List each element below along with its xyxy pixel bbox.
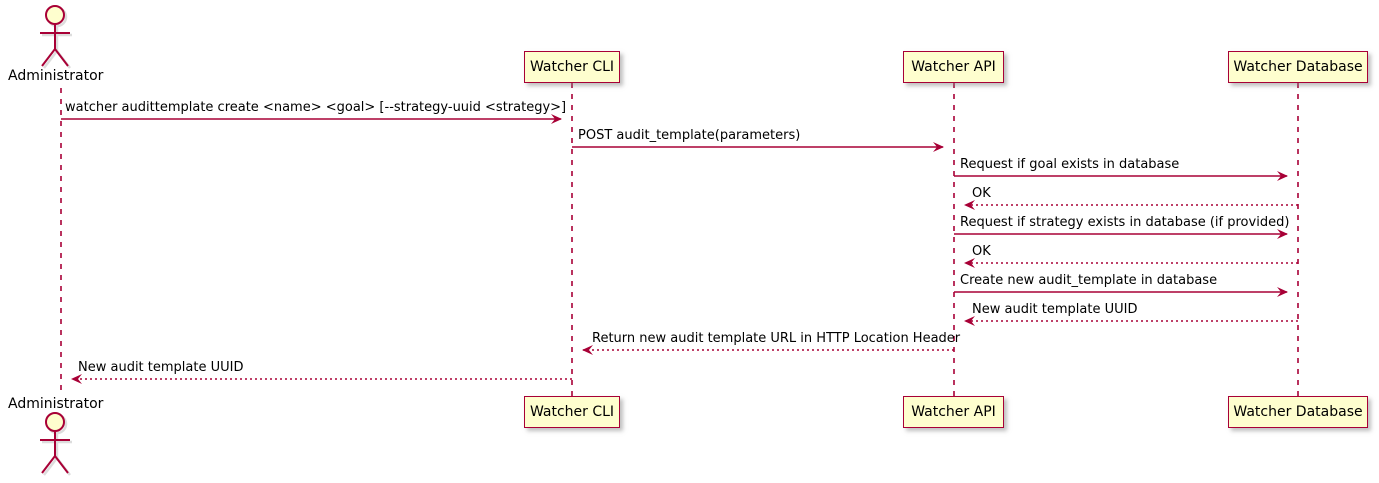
message-label-9: Return new audit template URL in HTTP Lo… [592,331,961,346]
participant-box-watcher-cli-top[interactable]: Watcher CLI [524,51,620,83]
message-label-4: OK [972,186,991,201]
actor-label-admin-top: Administrator [8,68,104,84]
actor-label-admin-bottom: Administrator [8,396,104,412]
message-label-7: Create new audit_template in database [960,273,1218,288]
participant-box-watcher-api-bottom[interactable]: Watcher API [903,396,1004,428]
participant-box-watcher-database-bottom[interactable]: Watcher Database [1228,396,1368,428]
actor-admin-bottom [40,412,70,474]
message-label-3: Request if goal exists in database [960,157,1180,172]
participant-box-watcher-cli-bottom[interactable]: Watcher CLI [524,396,620,428]
participant-box-watcher-api-top[interactable]: Watcher API [903,51,1004,83]
participant-box-watcher-database-top[interactable]: Watcher Database [1228,51,1368,83]
message-label-1: watcher audittemplate create <name> <goa… [65,100,567,115]
message-label-6: OK [972,244,991,259]
message-label-5: Request if strategy exists in database (… [960,215,1290,230]
message-label-10: New audit template UUID [78,360,244,375]
actor-admin-top [40,5,70,67]
message-label-2: POST audit_template(parameters) [578,128,801,143]
message-label-8: New audit template UUID [972,302,1138,317]
